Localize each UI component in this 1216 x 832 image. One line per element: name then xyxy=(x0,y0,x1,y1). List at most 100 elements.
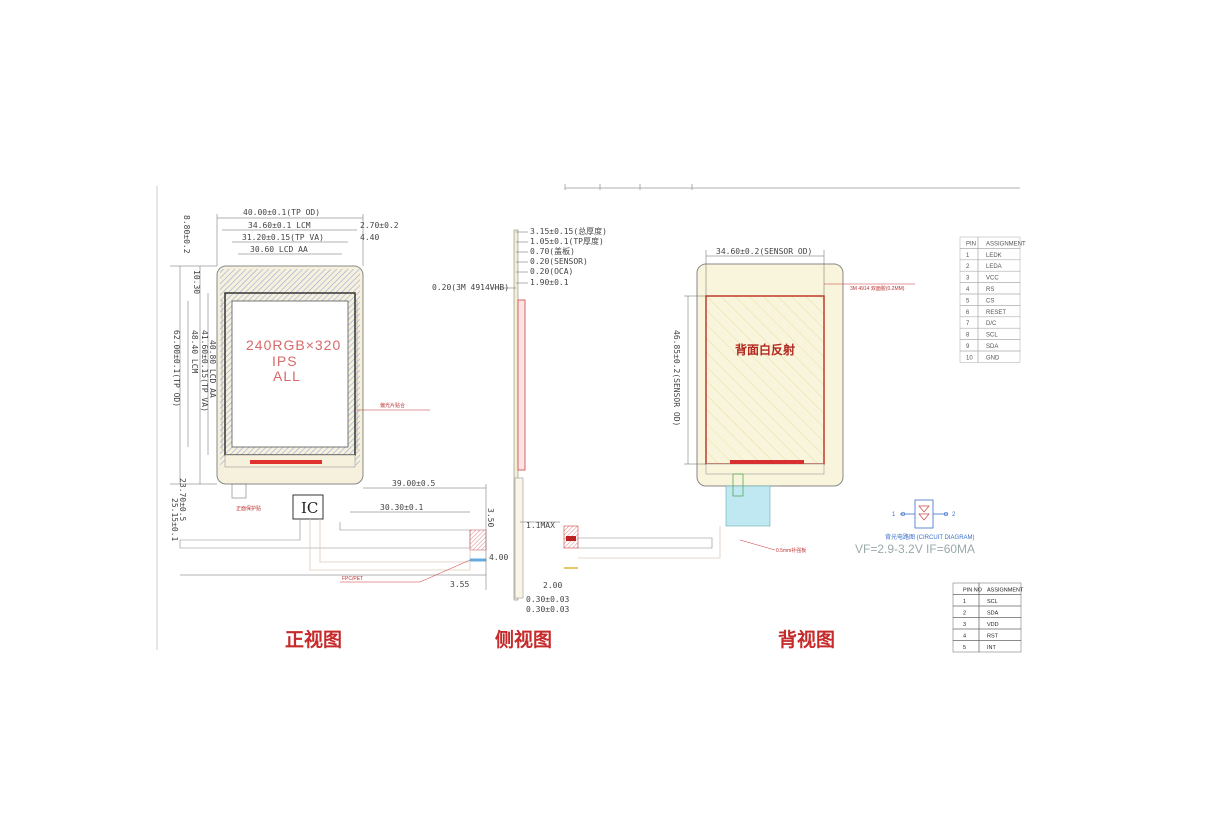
front-left-dims: 8.80±0.2 10.30 40.80 LCD AA 41.60±0.15(T… xyxy=(170,215,217,485)
pin-number: 10 xyxy=(966,355,973,361)
front-dim-bottom-4: 3.50 xyxy=(486,508,495,527)
back-sensor-height: 46.85±0.2(SENSOR OD) xyxy=(672,330,681,426)
front-active-area xyxy=(231,300,349,448)
pin-assignment: VDD xyxy=(987,622,999,628)
side-lcm-layer xyxy=(517,299,526,471)
front-dim-top-1: 34.60±0.1 LCM xyxy=(248,221,311,230)
pin-assignment: SDA xyxy=(987,611,999,617)
front-dim-top-5: 4.40 xyxy=(360,233,379,242)
front-dim-top-2: 31.20±0.15(TP VA) xyxy=(242,233,324,242)
back-reflect-label: 背面白反射 xyxy=(735,342,795,357)
pin-number: 8 xyxy=(966,333,970,339)
pin-number: 1 xyxy=(966,253,970,259)
pin-table-header-text: ASSIGNMENT xyxy=(987,588,1024,594)
pin-number: 5 xyxy=(963,645,966,651)
pin-table-cell xyxy=(978,594,1022,607)
front-dim-bottom-1: 30.30±0.1 xyxy=(380,503,424,512)
side-bottom-block xyxy=(514,477,524,599)
back-fpc-ribbon xyxy=(578,537,713,549)
front-dim-left-0: 8.80±0.2 xyxy=(182,215,191,254)
front-bottom-connector xyxy=(250,460,322,464)
front-note-fpc: FPC/PET xyxy=(342,576,363,582)
pin-table-cell xyxy=(978,617,1022,630)
side-dim-2: 0.70(盖板) xyxy=(530,246,575,256)
front-dim-left-2: 40.80 LCD AA xyxy=(208,340,217,398)
back-stiffener xyxy=(725,485,771,527)
pin-assignment: INT xyxy=(987,645,997,651)
circuit-diagram: 1 2 背光电路图 (CIRCUIT DIAGRAM) xyxy=(885,499,975,541)
front-fpc-connector xyxy=(469,529,487,551)
pin-number: 2 xyxy=(963,611,966,617)
pin-number: 7 xyxy=(966,321,970,327)
pin-number: 1 xyxy=(963,599,966,605)
pin-number: 6 xyxy=(966,310,970,316)
pin-number: 3 xyxy=(966,276,970,282)
back-bottom-band xyxy=(705,463,825,475)
side-dim-0: 3.15±0.15(总厚度) xyxy=(530,226,607,236)
back-reflector xyxy=(705,295,825,465)
side-view-title: 侧视图 xyxy=(495,628,552,651)
pin-assignment: CS xyxy=(986,298,994,304)
back-view-title: 背视图 xyxy=(778,628,835,651)
pin-table-cell xyxy=(978,640,1022,653)
side-view: 3.15±0.15(总厚度) 1.05±0.1(TP厚度) 0.70(盖板) 0… xyxy=(432,226,607,651)
pin-table-cell xyxy=(977,339,1021,352)
back-note-tape: 3M 4914 双面胶(0.2MM) xyxy=(850,285,905,292)
front-dim-bottom-0: 39.00±0.5 xyxy=(392,479,436,488)
front-dim-top-0: 40.00±0.1(TP OD) xyxy=(243,208,320,217)
pin-assignment: RST xyxy=(987,634,999,640)
front-dim-bottom-3: 25.15±0.1 xyxy=(170,498,179,542)
back-note-stiffener: 0.5mm补强板 xyxy=(776,547,806,554)
pin-table-cell xyxy=(977,327,1021,340)
pin-number: 2 xyxy=(966,264,970,270)
front-viewing: ALL xyxy=(273,368,301,384)
pin-table-cell xyxy=(978,605,1022,618)
circuit-pin-2: 2 xyxy=(952,512,956,518)
front-dim-left-1: 10.30 xyxy=(192,270,201,294)
pin-assignment: SDA xyxy=(986,344,998,350)
pin-number: 3 xyxy=(963,622,966,628)
back-vf: VF=2.9-3.2V IF=60MA xyxy=(855,542,975,556)
front-dim-left-5: 62.00±0.1(TP OD) xyxy=(172,330,181,407)
circuit-pin-1: 1 xyxy=(892,512,896,518)
pin-table-cell xyxy=(977,282,1021,295)
front-dim-bottom-2: 23.70±0.5 xyxy=(178,478,187,522)
pin-table-cell xyxy=(977,270,1021,283)
side-dim-4: 0.20(OCA) xyxy=(530,267,573,276)
front-note-right: 偏光片贴合 xyxy=(380,402,405,409)
front-view-title: 正视图 xyxy=(285,628,342,651)
back-view: 背面白反射 34.60±0.2(SENSOR OD) 46.85±0.2(SEN… xyxy=(578,247,975,651)
pin-table-header-text: ASSIGNMENT xyxy=(986,241,1026,247)
pin-assignment: SCL xyxy=(987,599,998,605)
side-dim-6: 0.20(3M 4914VHB) xyxy=(432,283,509,292)
front-dim-top-3: 30.60 LCD AA xyxy=(250,245,308,254)
pin-table-header-text: PIN xyxy=(966,241,976,247)
front-dim-left-4: 48.40 LCM xyxy=(190,330,199,374)
side-dim-3: 0.20(SENSOR) xyxy=(530,257,588,266)
pin-assignment: LEDA xyxy=(986,264,1002,270)
front-fpc-ribbon xyxy=(179,519,471,549)
front-fpc-tab xyxy=(231,483,247,499)
front-note-tape: 正面保护贴 xyxy=(236,505,261,512)
pin-assignment: SCL xyxy=(986,333,998,339)
pin-assignment: D/C xyxy=(986,321,997,327)
pin-assignment: LEDK xyxy=(986,253,1002,259)
pin-assignment: GND xyxy=(986,355,1000,361)
front-dim-bottom-6: 3.55 xyxy=(450,580,469,589)
side-dim-bottom-2: 0.30±0.03 xyxy=(526,595,570,604)
back-bottom-connector xyxy=(730,460,804,464)
side-dim-bottom-3: 0.30±0.03 xyxy=(526,605,570,614)
ic-label: IC xyxy=(301,499,318,517)
back-sensor-od: 34.60±0.2(SENSOR OD) xyxy=(716,247,812,256)
front-resolution: 240RGB×320 xyxy=(246,337,341,353)
pin-table-cell xyxy=(977,350,1021,363)
pin-table-cell xyxy=(977,293,1021,306)
pin-assignment: RESET xyxy=(986,310,1006,316)
side-dim-1: 1.05±0.1(TP厚度) xyxy=(530,236,604,246)
pin-assignment: RS xyxy=(986,287,994,293)
circuit-caption: 背光电路图 (CIRCUIT DIAGRAM) xyxy=(885,533,975,541)
pin-number: 5 xyxy=(966,298,970,304)
